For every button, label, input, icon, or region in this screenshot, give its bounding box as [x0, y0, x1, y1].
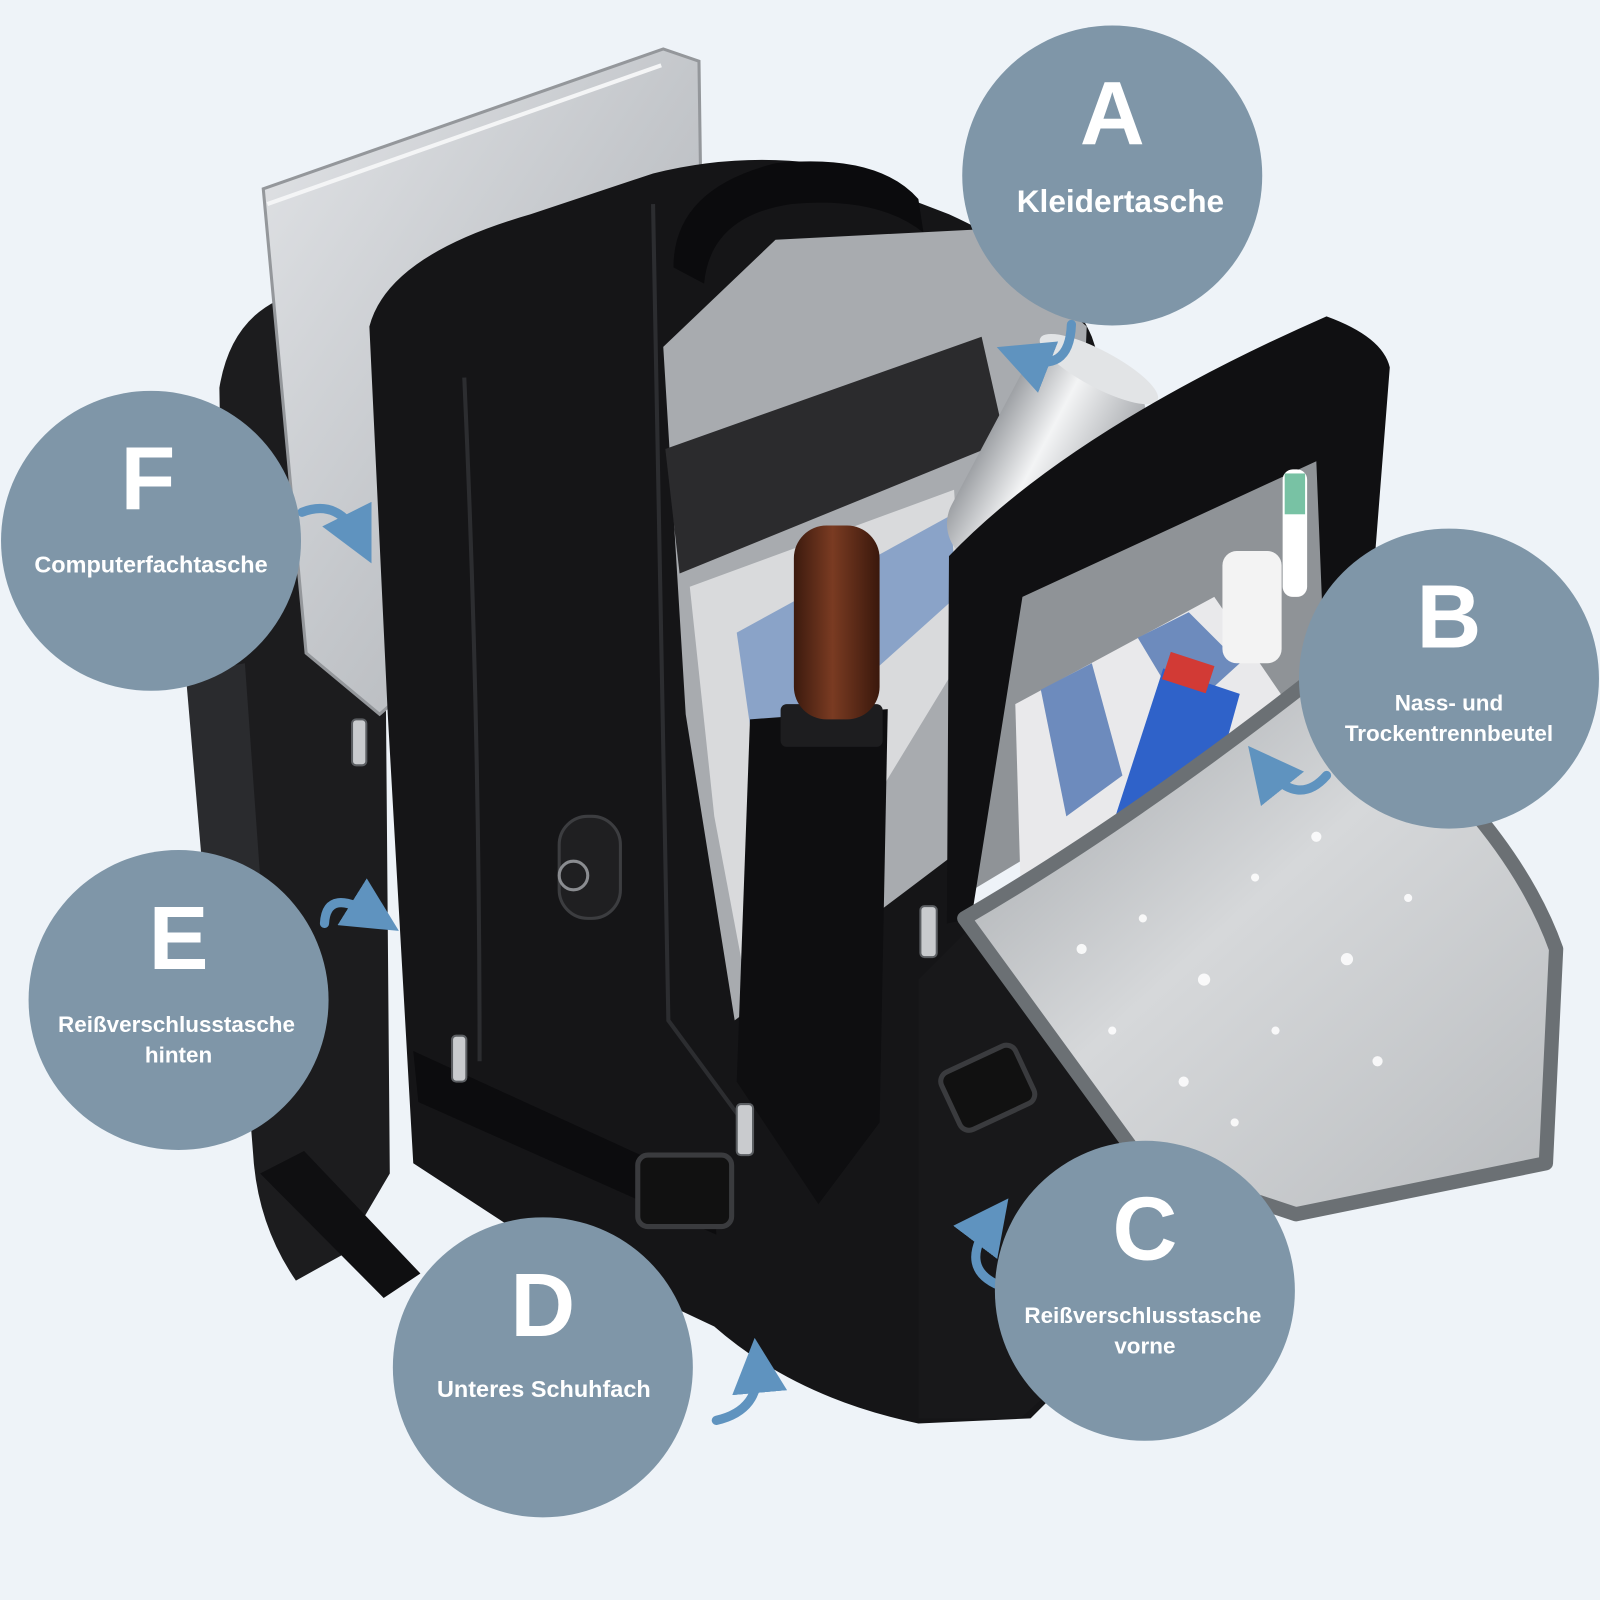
zipper-pull: [919, 905, 938, 959]
cream-bottle: [1222, 551, 1282, 664]
callout-label: Kleidertasche: [1017, 183, 1224, 219]
toothbrush-bristles: [1284, 473, 1306, 515]
water-droplets: [1076, 831, 1413, 1127]
shoulder-strap-end: [260, 1151, 421, 1298]
callout-label: Computerfachtasche: [34, 551, 267, 577]
backpack: [185, 47, 1564, 1424]
side-seam: [462, 377, 482, 1062]
zipper-pull: [351, 718, 368, 767]
callout-b: B Nass- und Trockentrennbeutel: [1298, 528, 1599, 829]
usb-port-icon: [557, 814, 622, 920]
zipper-pull: [735, 1103, 755, 1157]
callout-c: C Reißverschlusstasche vorne: [994, 1140, 1295, 1441]
callout-a: A Kleidertasche: [962, 25, 1263, 326]
callout-letter: D: [510, 1256, 575, 1356]
callout-f: F Computerfachtasche: [1, 390, 302, 691]
arrow-icon: [297, 501, 372, 564]
callout-disc: [1, 390, 302, 691]
laptop-sleeve: [665, 336, 1006, 574]
callout-label: Reißverschlusstasche: [58, 1012, 295, 1037]
callout-disc: [962, 25, 1263, 326]
callout-disc: [28, 849, 329, 1150]
callout-d: D Unteres Schuhfach: [392, 1217, 693, 1518]
side-mesh: [185, 663, 261, 888]
callout-letter: C: [1112, 1180, 1177, 1280]
top-handle: [673, 161, 924, 284]
callout-label: Nass- und: [1395, 691, 1503, 716]
callout-disc: [994, 1140, 1295, 1441]
laptop-edge: [266, 63, 662, 207]
arrow-icon: [319, 878, 399, 931]
callout-letter: B: [1417, 567, 1482, 667]
callout-disc: [1298, 528, 1599, 829]
zipper-pull: [451, 1034, 468, 1083]
callout-label: Reißverschlusstasche: [1024, 1303, 1261, 1328]
callout-disc: [392, 1217, 693, 1518]
callout-label: Trockentrennbeutel: [1345, 721, 1553, 746]
callout-label: hinten: [145, 1043, 212, 1068]
toothpaste-cap: [1161, 651, 1215, 694]
front-zipper-track: [651, 204, 742, 1119]
arrow-icon: [996, 319, 1077, 393]
callout-letter: F: [121, 430, 176, 530]
front-buckle: [635, 1152, 735, 1230]
umbrella-handle: [793, 525, 880, 720]
callout-letter: E: [149, 889, 209, 989]
arrow-icon: [711, 1337, 788, 1425]
arrow-icon: [1248, 745, 1332, 807]
front-compartment-frame: [946, 316, 1390, 924]
callout-label: Unteres Schuhfach: [437, 1376, 651, 1402]
side-buckle: [938, 1042, 1038, 1133]
pointer-arrows: [297, 319, 1332, 1425]
callout-label: vorne: [1114, 1333, 1175, 1358]
callout-letter: A: [1080, 64, 1145, 164]
callout-e: E Reißverschlusstasche hinten: [28, 849, 329, 1150]
umbrella-canopy: [736, 709, 888, 1205]
